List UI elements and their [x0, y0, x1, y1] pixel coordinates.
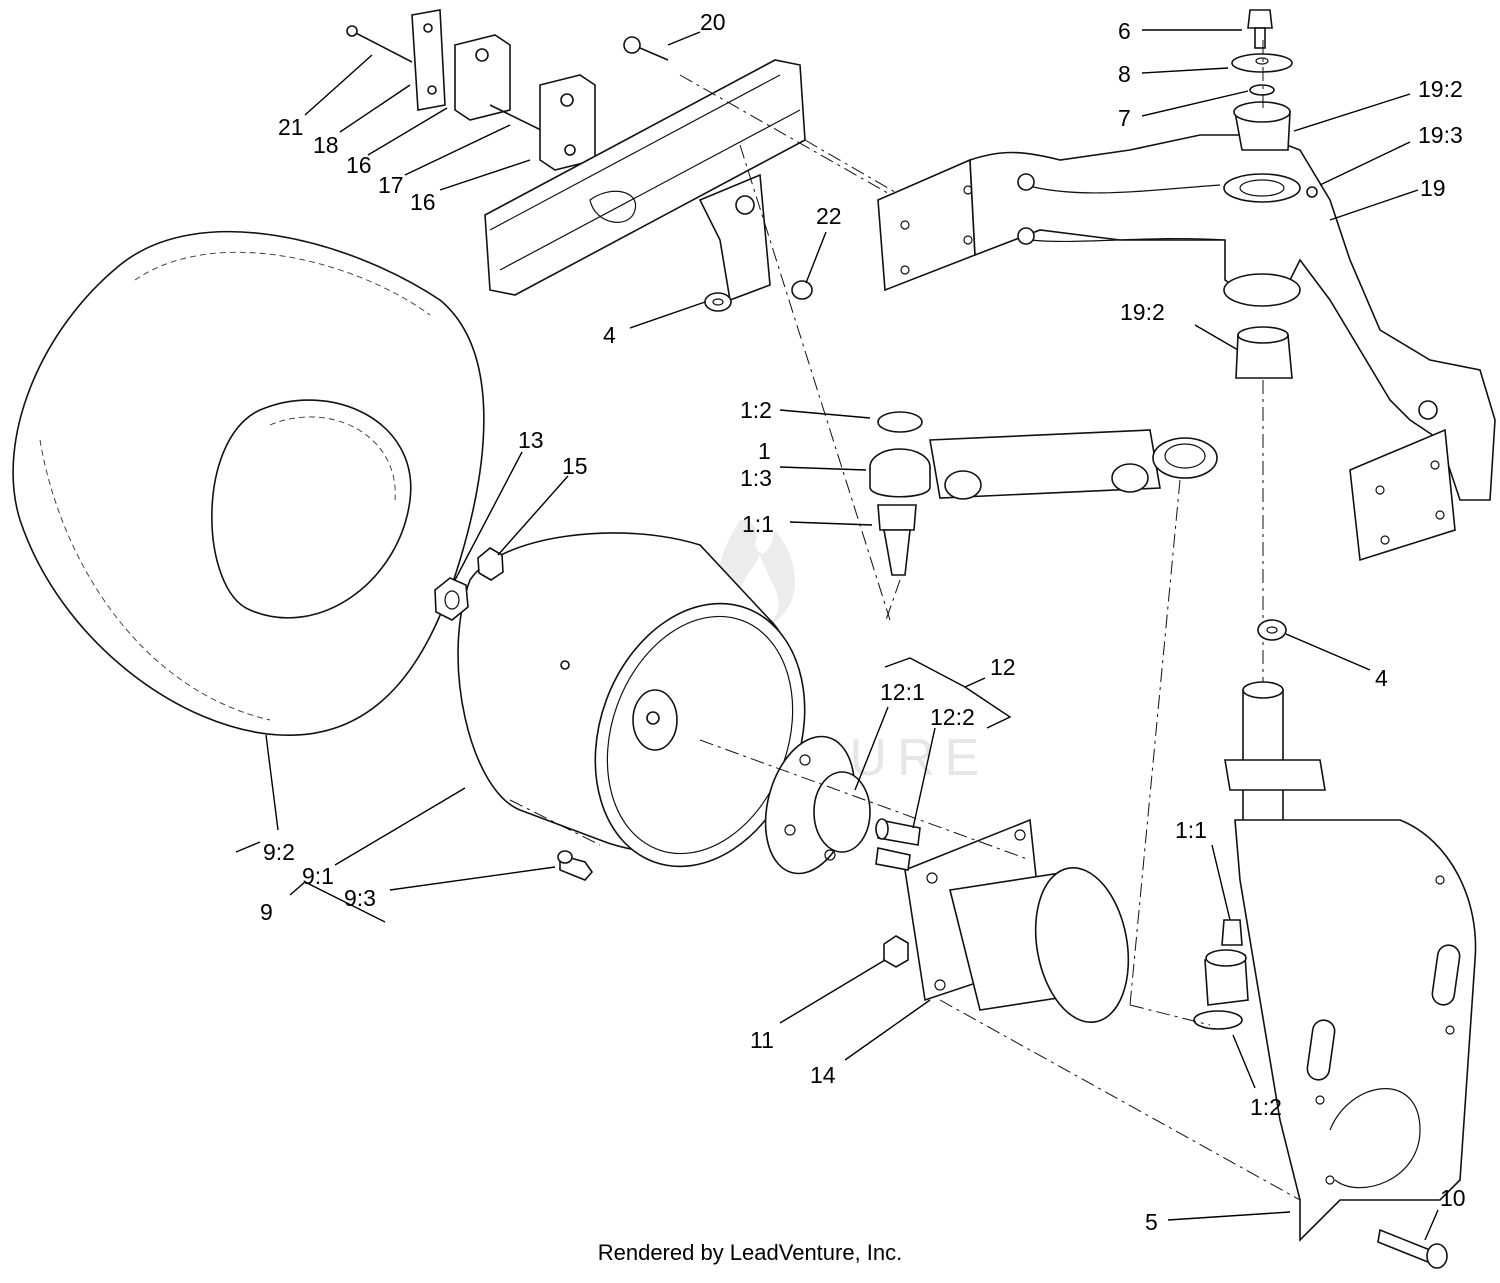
callout-1: 1 [758, 438, 771, 464]
callout-19-2-lower: 19:2 [1120, 299, 1165, 325]
lock-nut-4-lower [1257, 619, 1287, 641]
callout-12: 12 [990, 654, 1016, 680]
leader-lines [235, 29, 1439, 1241]
tire-9-2 [12, 230, 485, 831]
callout-19-3: 19:3 [1418, 122, 1463, 148]
mounting-block-assembly [346, 9, 596, 171]
callout-12-1: 12:1 [880, 679, 925, 705]
nut-13 [434, 577, 469, 621]
nut-22 [791, 280, 813, 300]
callout-5: 5 [1145, 1209, 1158, 1235]
callout-16-upper: 16 [346, 152, 372, 178]
washer-8 [1231, 53, 1293, 73]
bolt-9-3 [557, 850, 594, 881]
callout-9-2: 9:2 [263, 839, 295, 865]
callout-4-upper: 4 [603, 322, 616, 348]
callout-13: 13 [518, 427, 544, 453]
caster-fork-5 [1224, 681, 1477, 1242]
stud-12-2 [875, 818, 921, 846]
snap-ring-1-2-lower [1193, 1010, 1243, 1030]
callout-1-1-upper: 1:1 [742, 511, 774, 537]
callout-9: 9 [260, 899, 273, 925]
callout-4-lower: 4 [1375, 665, 1388, 691]
callout-19-2-upper: 19:2 [1418, 76, 1463, 102]
callout-14: 14 [810, 1062, 836, 1088]
callout-7: 7 [1118, 105, 1131, 131]
footer-credit: Rendered by LeadVenture, Inc. [597, 1240, 903, 1265]
rim-9-1 [457, 532, 806, 868]
ring-7 [1249, 84, 1275, 96]
callout-10: 10 [1440, 1185, 1466, 1211]
caster-cylinder-1 [869, 411, 1218, 621]
frame-rail [484, 36, 901, 302]
nut-11 [883, 935, 909, 968]
callout-17: 17 [378, 172, 404, 198]
callout-9-3: 9:3 [344, 885, 376, 911]
bolt-6 [1247, 9, 1273, 49]
callout-1-1-lower: 1:1 [1175, 817, 1207, 843]
callout-21: 21 [278, 114, 304, 140]
callout-20: 20 [700, 9, 726, 35]
callout-1-3: 1:3 [740, 465, 772, 491]
callout-12-2: 12:2 [930, 704, 975, 730]
pin-1-1-lower [1204, 919, 1249, 1006]
callout-9-1: 9:1 [302, 863, 334, 889]
callout-labels: 20 21 18 16 17 16 22 4 6 8 7 19:2 19:3 1… [260, 9, 1466, 1235]
pivot-arm-19 [877, 134, 1496, 562]
bushing-19-2-lower [1235, 326, 1293, 379]
callout-1-2-lower: 1:2 [1250, 1094, 1282, 1120]
callout-6: 6 [1118, 18, 1131, 44]
callout-1-2-upper: 1:2 [740, 397, 772, 423]
callout-16-lower: 16 [410, 189, 436, 215]
callout-18: 18 [313, 132, 339, 158]
wheel-motor-14 [875, 818, 1130, 1024]
hub-12-1 [764, 735, 871, 875]
callout-8: 8 [1118, 61, 1131, 87]
callout-22: 22 [816, 203, 842, 229]
callout-19: 19 [1420, 175, 1446, 201]
callout-11: 11 [750, 1027, 774, 1053]
callout-15: 15 [562, 453, 588, 479]
nut-15 [477, 547, 504, 581]
lock-nut-4-upper [704, 292, 732, 312]
bushing-19-2-upper [1233, 101, 1291, 151]
bolt-10 [1377, 1228, 1448, 1269]
